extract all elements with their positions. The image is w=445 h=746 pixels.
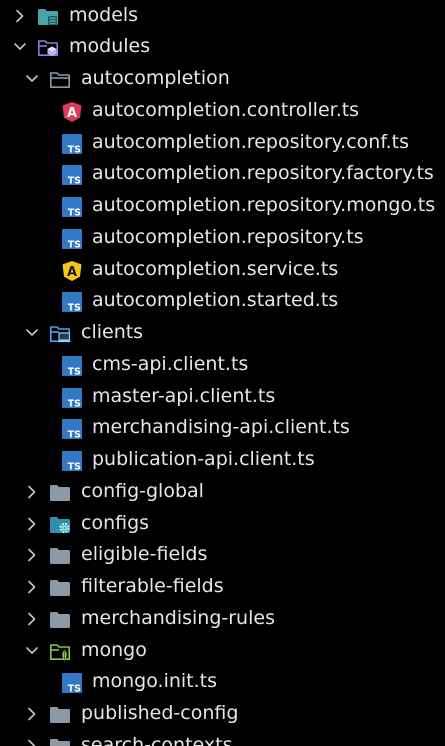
tree-folder-published-config[interactable]: published-config [0,698,445,730]
typescript-icon: TS [61,355,83,377]
tree-folder-config-global[interactable]: config-global [0,476,445,508]
typescript-icon: TS [61,418,83,440]
folder-mongo-open-icon [49,641,71,663]
typescript-icon: TS [61,672,83,694]
tree-item-label: mongo [81,638,147,661]
tree-folder-models[interactable]: models [0,0,445,32]
svg-text:TS: TS [68,684,81,695]
typescript-icon: TS [61,196,83,218]
tree-file-autocompletion-repository-ts[interactable]: TS autocompletion.repository.ts [0,222,445,254]
folder-icon [49,704,71,726]
chevron-right-icon[interactable] [12,8,28,24]
tree-folder-clients[interactable]: clients [0,317,445,349]
folder-icon [49,577,71,599]
tree-item-label: publication-api.client.ts [92,448,315,470]
tree-file-merchandising-api-client-ts[interactable]: TS merchandising-api.client.ts [0,412,445,444]
tree-item-label: autocompletion.controller.ts [92,98,360,121]
chevron-down-icon[interactable] [12,39,28,55]
svg-text:TS: TS [68,462,81,473]
tree-file-mongo-init-ts[interactable]: TS mongo.init.ts [0,666,445,698]
tree-folder-configs[interactable]: configs [0,508,445,540]
chevron-right-icon[interactable] [24,738,40,746]
typescript-icon: TS [61,164,83,186]
tree-folder-eligible-fields[interactable]: eligible-fields [0,539,445,571]
chevron-down-icon[interactable] [24,71,40,87]
tree-folder-autocompletion[interactable]: autocompletion [0,63,445,95]
tree-item-label: merchandising-api.client.ts [92,416,350,439]
svg-text:TS: TS [68,430,81,441]
tree-item-label: master-api.client.ts [92,384,276,407]
tree-item-label: autocompletion.service.ts [92,257,339,280]
tree-item-label: clients [81,321,144,343]
tree-item-label: configs [81,511,150,534]
svg-text:TS: TS [68,398,81,409]
tree-item-label: merchandising-rules [81,606,275,629]
tree-item-label: autocompletion.repository.conf.ts [92,130,410,153]
typescript-icon: TS [61,450,83,472]
tree-item-label: search-contexts [81,733,233,746]
folder-config-icon [49,514,71,536]
chevron-down-icon[interactable] [24,643,40,659]
folder-icon [49,545,71,567]
tree-file-autocompletion-repository-factory-ts[interactable]: TS autocompletion.repository.factory.ts [0,158,445,190]
svg-text:TS: TS [68,239,81,250]
typescript-icon: TS [61,228,83,250]
tree-item-label: models [69,3,139,26]
tree-folder-mongo[interactable]: mongo [0,635,445,667]
tree-item-label: autocompletion.started.ts [92,289,339,312]
tree-item-label: cms-api.client.ts [92,352,249,375]
svg-text:A: A [67,106,77,121]
tree-file-cms-api-client-ts[interactable]: TS cms-api.client.ts [0,349,445,381]
angular-controller-icon: A [61,101,83,123]
tree-file-autocompletion-started-ts[interactable]: TS autocompletion.started.ts [0,285,445,317]
tree-item-label: published-config [81,702,239,724]
tree-folder-filterable-fields[interactable]: filterable-fields [0,571,445,603]
tree-file-autocompletion-repository-conf-ts[interactable]: TS autocompletion.repository.conf.ts [0,127,445,159]
chevron-right-icon[interactable] [24,706,40,722]
tree-item-label: mongo.init.ts [92,670,218,693]
tree-item-label: config-global [81,479,204,502]
typescript-icon: TS [61,387,83,409]
chevron-right-icon[interactable] [24,547,40,563]
tree-file-master-api-client-ts[interactable]: TS master-api.client.ts [0,381,445,413]
tree-file-autocompletion-repository-mongo-ts[interactable]: TS autocompletion.repository.mongo.ts [0,190,445,222]
chevron-right-icon[interactable] [24,611,40,627]
svg-text:TS: TS [68,303,81,314]
chevron-right-icon[interactable] [24,484,40,500]
angular-service-icon: A [61,260,83,282]
tree-folder-modules[interactable]: modules [0,31,445,63]
tree-item-label: autocompletion.repository.ts [92,225,364,248]
chevron-right-icon[interactable] [24,579,40,595]
folder-client-open-icon [49,323,71,345]
svg-text:TS: TS [68,366,81,377]
tree-folder-merchandising-rules[interactable]: merchandising-rules [0,603,445,635]
tree-item-label: autocompletion.repository.factory.ts [92,162,434,185]
folder-modules-open-icon [37,37,59,59]
folder-icon [49,609,71,631]
tree-item-label: eligible-fields [81,543,208,566]
typescript-icon: TS [61,133,83,155]
svg-text:A: A [67,265,77,280]
tree-folder-search-contexts[interactable]: search-contexts [0,730,445,746]
typescript-icon: TS [61,291,83,313]
tree-item-label: autocompletion.repository.mongo.ts [92,194,436,216]
svg-text:TS: TS [68,144,81,155]
folder-icon [49,736,71,746]
folder-open-icon [49,69,71,91]
tree-file-publication-api-client-ts[interactable]: TS publication-api.client.ts [0,444,445,476]
chevron-down-icon[interactable] [24,325,40,341]
svg-text:TS: TS [68,176,81,187]
folder-icon [49,482,71,504]
tree-item-label: filterable-fields [81,575,224,597]
tree-item-label: modules [69,35,151,58]
tree-item-label: autocompletion [81,67,230,89]
folder-models-icon [37,6,59,28]
svg-text:TS: TS [68,208,81,219]
chevron-right-icon[interactable] [24,516,40,532]
